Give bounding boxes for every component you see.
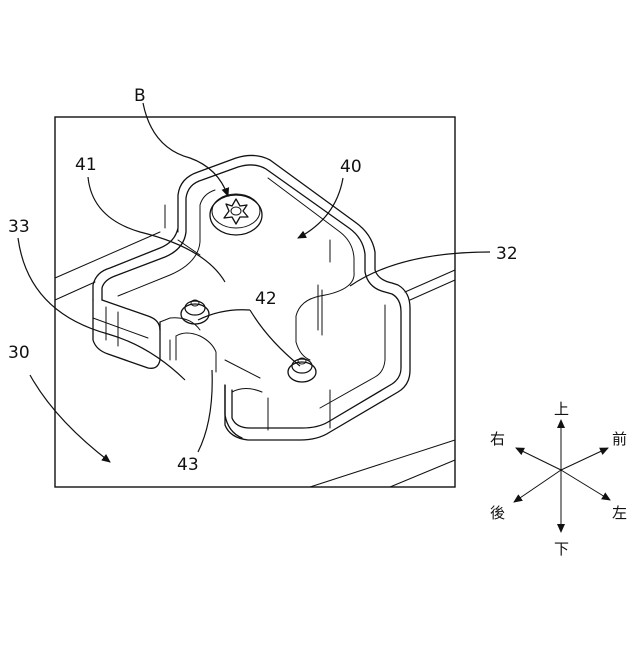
- direction-front: 前: [612, 430, 627, 448]
- direction-indicator: 上 下 右 前 後 左: [490, 400, 627, 558]
- label-40: 40: [340, 157, 362, 177]
- direction-down: 下: [554, 540, 569, 558]
- label-32: 32: [496, 244, 518, 264]
- label-42: 42: [255, 289, 277, 309]
- direction-right: 右: [490, 430, 505, 448]
- screw-b: [210, 194, 262, 235]
- direction-left: 左: [612, 504, 627, 522]
- label-30: 30: [8, 343, 30, 363]
- base-member: [160, 240, 260, 378]
- base-plate: [55, 232, 455, 487]
- label-33: 33: [8, 217, 30, 237]
- direction-back: 後: [490, 504, 505, 522]
- label-b: B: [134, 86, 146, 106]
- pin-42-left: [181, 300, 209, 324]
- pin-42-right: [288, 358, 316, 382]
- reference-labels: B 41 40 33 32 42 30 43: [8, 86, 518, 475]
- label-41: 41: [75, 155, 97, 175]
- direction-up: 上: [554, 400, 569, 418]
- label-43: 43: [177, 455, 199, 475]
